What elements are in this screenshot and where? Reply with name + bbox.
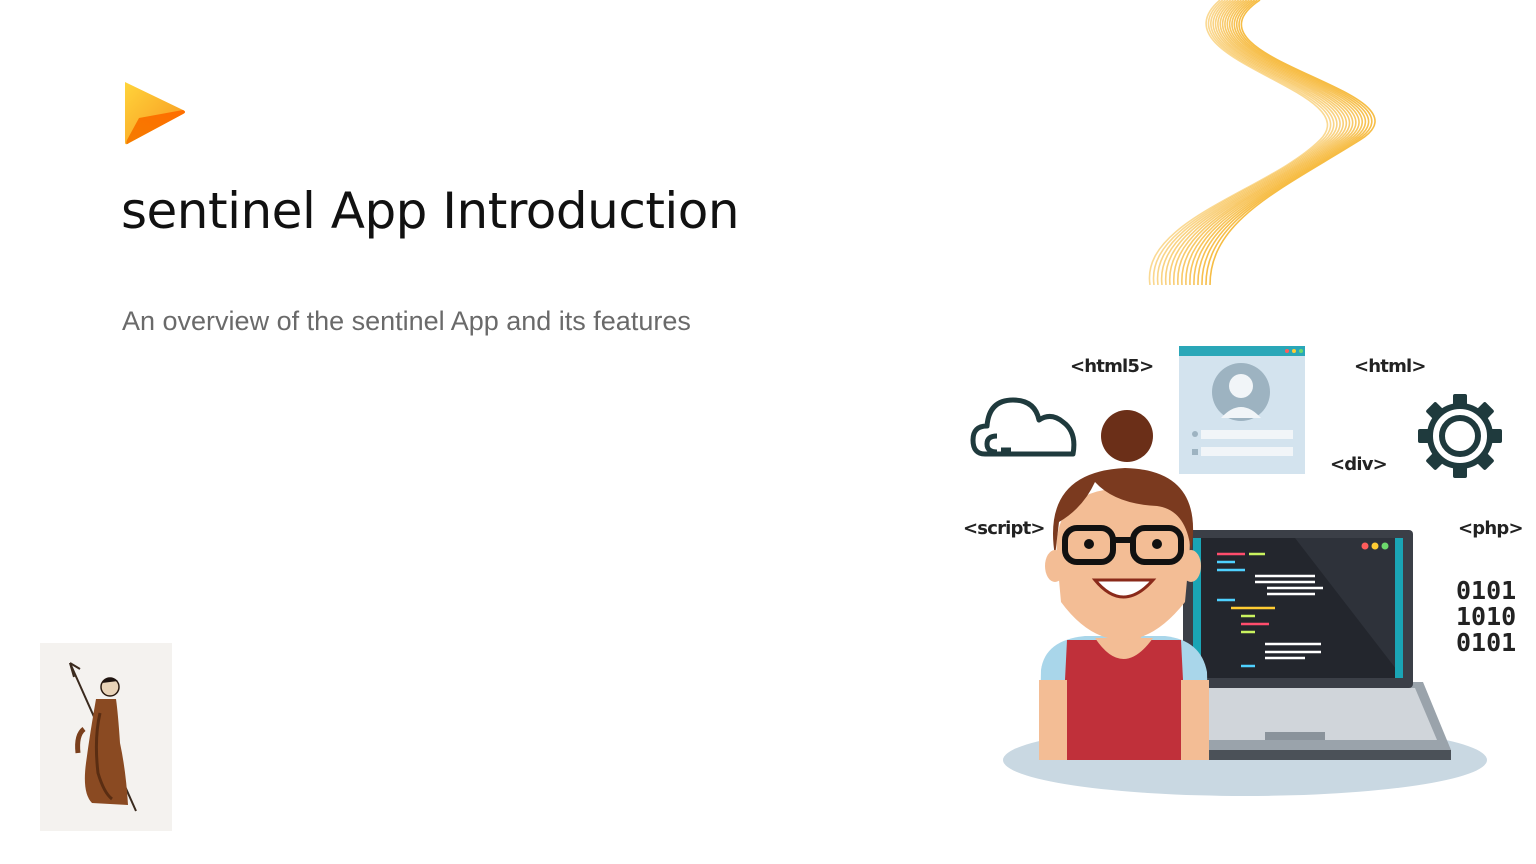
- binary-text: 0101 1010 0101: [1456, 578, 1516, 656]
- wave-line: [1197, 0, 1367, 285]
- wave-line: [1205, 0, 1373, 285]
- wave-line: [1169, 0, 1344, 285]
- developer-character: [1039, 410, 1209, 760]
- slide-title: sentinel App Introduction: [121, 182, 740, 240]
- laptop: [1155, 530, 1451, 760]
- wave-line: [1185, 0, 1357, 285]
- wave-line: [1161, 0, 1338, 285]
- wave-line: [1152, 0, 1332, 285]
- tag-php: <php>: [1458, 518, 1524, 539]
- tag-html: <html>: [1354, 356, 1427, 377]
- code-lines: [1217, 552, 1323, 668]
- wave-line: [1177, 0, 1350, 285]
- cloud-terminal-icon: [970, 397, 1077, 457]
- wave-line: [1209, 0, 1376, 285]
- wave-line: [1181, 0, 1354, 285]
- wave-line: [1193, 0, 1363, 285]
- wave-line: [1148, 0, 1329, 285]
- wave-line: [1165, 0, 1341, 285]
- binary-line: 0101: [1456, 576, 1517, 605]
- profile-window-icon: [1179, 346, 1305, 474]
- binary-line: 0101: [1456, 628, 1517, 657]
- tag-div: <div>: [1330, 454, 1388, 475]
- decorative-wave: [1148, 0, 1376, 285]
- tag-html5: <html5>: [1070, 356, 1154, 377]
- play-logo-icon: [125, 82, 185, 145]
- wave-line: [1173, 0, 1347, 285]
- gear-icon: [1418, 394, 1502, 478]
- wave-line: [1201, 0, 1370, 285]
- binary-line: 1010: [1456, 602, 1517, 631]
- tag-script: <script>: [963, 518, 1045, 539]
- wave-line: [1156, 0, 1335, 285]
- figure-thumbnail: [40, 643, 172, 831]
- developer-illustration: [970, 346, 1502, 796]
- slide-subtitle: An overview of the sentinel App and its …: [122, 306, 691, 336]
- wave-line: [1189, 0, 1360, 285]
